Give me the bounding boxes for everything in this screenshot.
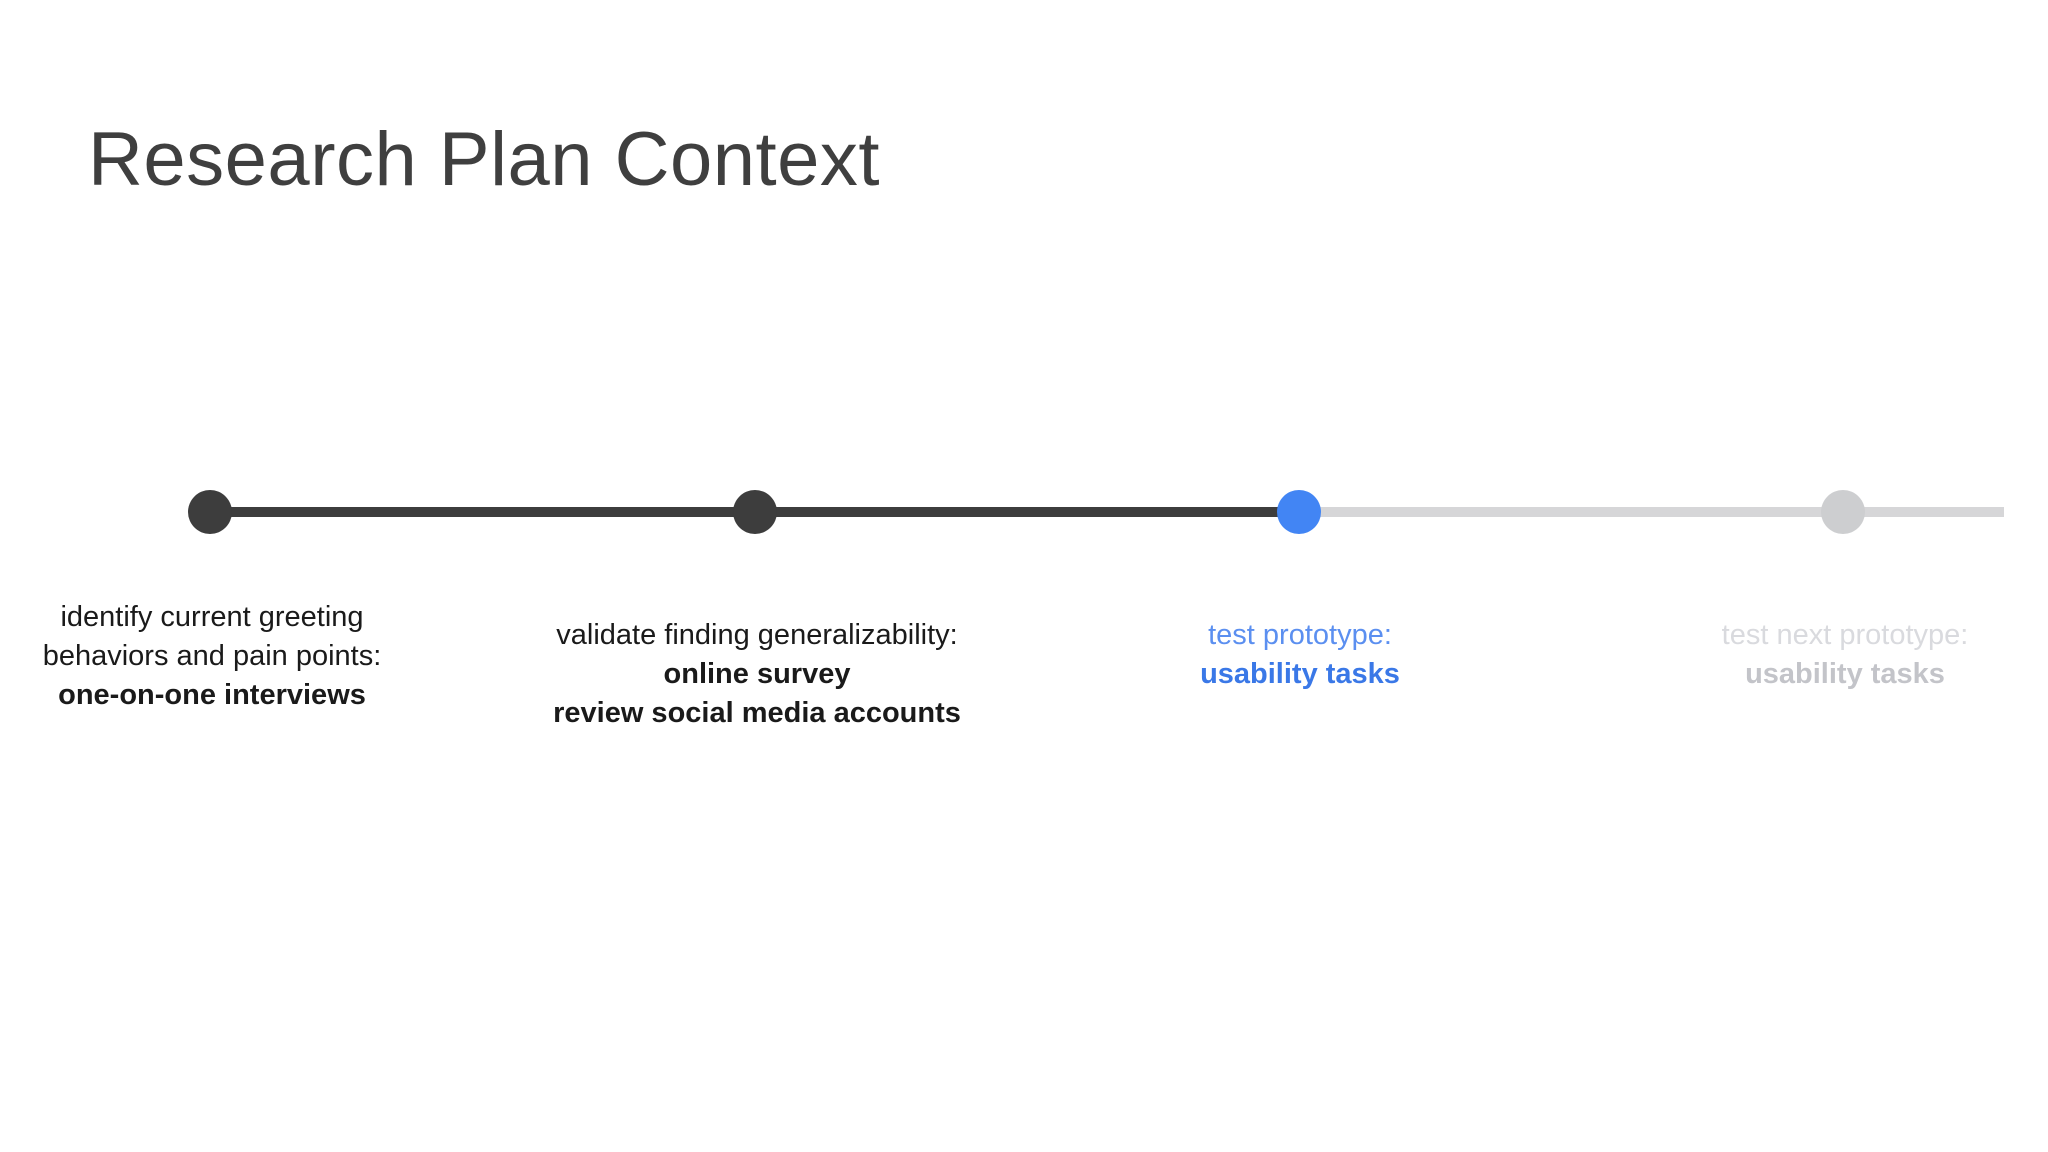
timeline-label-2: validate finding generalizability: online… [553,616,961,733]
timeline-label-4: test next prototype: usability tasks [1722,616,1969,694]
timeline-label-1: identify current greeting behaviors and p… [43,598,382,715]
timeline-label-3-line-1: test prototype: [1208,619,1392,651]
timeline-label-1-line-3: one-on-one interviews [58,679,366,711]
timeline-label-2-line-2: online survey [663,658,851,690]
page-title: Research Plan Context [88,117,881,202]
timeline-label-3-line-2: usability tasks [1200,658,1400,690]
timeline-node-2[interactable] [733,490,777,534]
timeline-label-2-line-1: validate finding generalizability: [556,619,958,651]
timeline-label-2-line-3: review social media accounts [553,697,961,729]
timeline-label-1-line-2: behaviors and pain points: [42,640,382,672]
timeline-node-4[interactable] [1821,490,1865,534]
timeline-label-3: test prototype: usability tasks [1200,616,1400,694]
timeline-track-upcoming [1299,507,2004,517]
timeline-label-1-line-1: identify current greeting [60,601,364,633]
timeline-label-4-line-2: usability tasks [1745,658,1945,690]
timeline-node-3[interactable] [1277,490,1321,534]
timeline-node-1[interactable] [188,490,232,534]
timeline-label-4-line-1: test next prototype: [1721,619,1969,651]
